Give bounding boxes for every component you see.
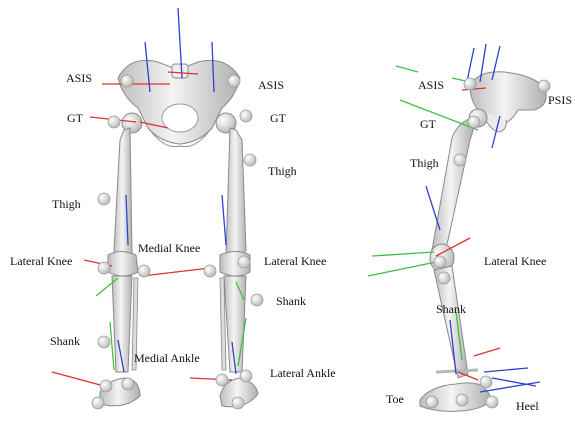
label-asis-left: ASIS: [66, 72, 92, 84]
label-thigh-side: Thigh: [410, 157, 439, 169]
label-gt-right: GT: [270, 112, 286, 124]
marker-ankle-lat-right: [240, 370, 252, 382]
femur-right: [216, 113, 250, 276]
tibia-side: [434, 266, 468, 378]
marker-thigh-side: [454, 154, 466, 166]
marker-knee-lat-right: [238, 256, 250, 268]
tibia-right: [220, 276, 246, 372]
marker-heel-side: [486, 396, 498, 408]
marker-thigh-right: [244, 154, 256, 166]
marker-ankle-med-right: [216, 374, 228, 386]
label-asis-side: ASIS: [418, 79, 444, 91]
marker-asis-side: [464, 78, 476, 90]
marker-shank-left: [98, 336, 110, 348]
label-psis-side: PSIS: [548, 94, 572, 106]
marker-gt-left: [108, 116, 120, 128]
femur-side: [430, 109, 487, 272]
marker-psis-side: [538, 80, 550, 92]
front-view: [52, 8, 263, 409]
marker-toe-side: [426, 396, 438, 408]
marker-thigh-left: [98, 193, 110, 205]
marker-shank-side: [438, 272, 450, 284]
marker-gt-right: [240, 110, 252, 122]
label-medial-ankle: Medial Ankle: [134, 352, 200, 364]
label-thigh-left: Thigh: [52, 198, 81, 210]
label-shank-left: Shank: [50, 335, 80, 347]
marker-ankle-med-left: [122, 378, 134, 390]
label-gt-left: GT: [67, 112, 83, 124]
marker-asis-left: [121, 75, 133, 87]
label-lateral-knee-left: Lateral Knee: [10, 255, 72, 267]
marker-toe-left: [92, 397, 104, 409]
marker-knee-med-right: [204, 265, 216, 277]
label-lateral-knee-right: Lateral Knee: [264, 255, 326, 267]
label-thigh-right: Thigh: [268, 165, 297, 177]
marker-gt-side: [468, 116, 480, 128]
marker-knee-lat-left: [98, 262, 110, 274]
marker-knee-med-left: [138, 265, 150, 277]
marker-foot-side: [456, 394, 468, 406]
marker-knee-side: [434, 256, 446, 268]
marker-ankle-lat-left: [100, 380, 112, 392]
label-medial-knee: Medial Knee: [138, 242, 200, 254]
label-shank-right: Shank: [276, 295, 306, 307]
label-gt-side: GT: [420, 118, 436, 130]
label-lateral-knee-side: Lateral Knee: [484, 255, 546, 267]
label-asis-right: ASIS: [258, 79, 284, 91]
side-view: [368, 44, 550, 411]
label-shank-side: Shank: [436, 303, 466, 315]
label-lateral-ankle: Lateral Ankle: [270, 367, 336, 379]
label-toe-side: Toe: [386, 393, 404, 405]
marker-asis-right: [228, 75, 240, 87]
marker-ankle-side: [480, 376, 492, 388]
marker-toe-right: [232, 397, 244, 409]
label-heel-side: Heel: [516, 400, 539, 412]
femur-left: [108, 113, 142, 276]
marker-shank-right: [251, 294, 263, 306]
